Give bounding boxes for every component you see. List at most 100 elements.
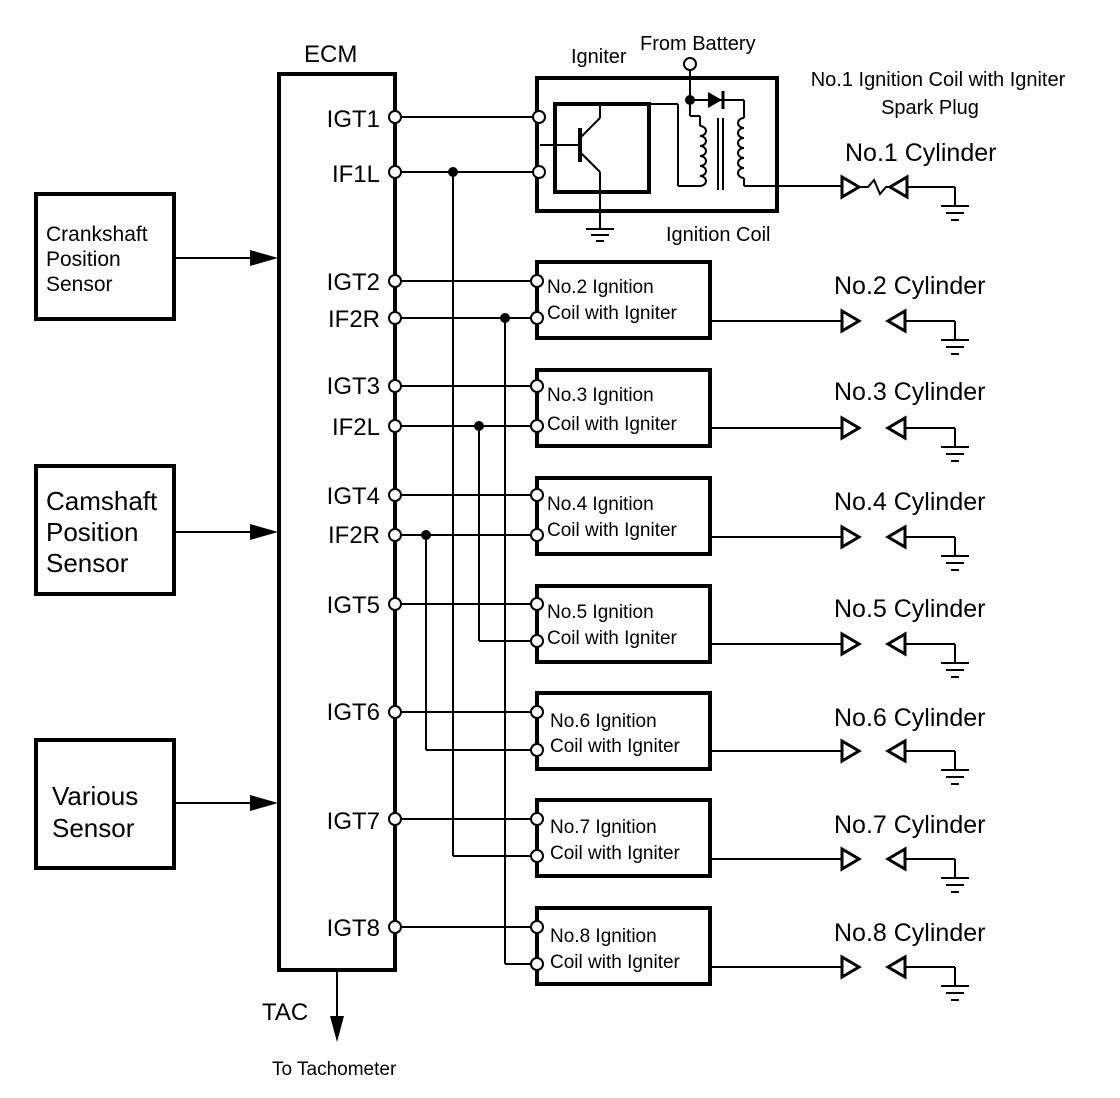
cylinder-5: No.5 Cylinder: [710, 595, 985, 678]
ground-icon: [941, 662, 969, 678]
spark-plug-icon: [885, 631, 907, 657]
ground-icon: [941, 205, 969, 221]
pin-label-igt4: IGT4: [327, 483, 380, 510]
coil-1-assembly: Igniter From Battery No.1 Ignition Coil …: [532, 33, 1066, 246]
cylinder-8-label: No.8 Cylinder: [834, 919, 985, 947]
coil-no5-line1: No.5 Ignition: [547, 602, 654, 623]
pin-label-igt6: IGT6: [327, 699, 380, 726]
pin-label-if2l: IF2L: [332, 414, 380, 441]
pin-label-igt5: IGT5: [327, 592, 380, 619]
pin-label-if2r-2: IF2R: [328, 522, 380, 549]
coil-no6-line2: Coil with Igniter: [550, 736, 681, 757]
ecm-pin-terminals: [388, 110, 402, 934]
cylinder-3-label: No.3 Cylinder: [834, 378, 985, 406]
camshaft-sensor-label-1: Camshaft: [46, 486, 158, 516]
cylinder-7: No.7 Cylinder: [710, 811, 985, 893]
spark-plug-icon: [840, 174, 862, 200]
ground-icon: [586, 228, 614, 242]
coil-no2-line2: Coil with Igniter: [547, 303, 678, 324]
ground-icon: [941, 769, 969, 785]
cylinder-6-label: No.6 Cylinder: [834, 704, 985, 732]
spark-plug-icon: [840, 308, 862, 334]
pin-label-if2r: IF2R: [328, 306, 380, 333]
coil-no4-line1: No.4 Ignition: [547, 494, 654, 515]
spark-plug-icon: [885, 846, 907, 872]
coil-no7: No.7 Ignition Coil with Igniter: [530, 798, 712, 878]
cylinder-1: No.1 Cylinder: [777, 139, 996, 221]
ground-icon: [941, 446, 969, 462]
crankshaft-sensor-label-1: Crankshaft: [46, 223, 148, 246]
spark-plug-icon: [840, 524, 862, 550]
pin-label-if1l: IF1L: [332, 161, 380, 188]
junction-dot: [448, 167, 458, 177]
coil-no6: No.6 Ignition Coil with Igniter: [530, 691, 712, 771]
cylinder-2-label: No.2 Cylinder: [834, 272, 985, 300]
tac-output: TAC To Tachometer: [262, 970, 397, 1080]
wiring: [400, 116, 533, 965]
coil-no7-line2: Coil with Igniter: [550, 843, 681, 864]
coil-no8-line2: Coil with Igniter: [550, 952, 681, 973]
cylinder-1-label: No.1 Cylinder: [845, 139, 996, 167]
pin-label-igt7: IGT7: [327, 808, 380, 835]
pin-label-igt8: IGT8: [327, 915, 380, 942]
spark-plug-icon: [885, 524, 907, 550]
crankshaft-sensor-label-2: Position: [46, 248, 121, 271]
spark-plug-icon: [887, 174, 909, 200]
igniter-label: Igniter: [571, 46, 627, 68]
coil-no3-line1: No.3 Ignition: [547, 385, 654, 406]
coil-no5-line2: Coil with Igniter: [547, 628, 678, 649]
arrow-icon: [330, 1016, 344, 1042]
camshaft-sensor-label-3: Sensor: [46, 548, 129, 578]
various-sensor-label-2: Sensor: [52, 813, 135, 843]
cylinder-3: No.3 Cylinder: [710, 378, 985, 462]
pin-label-igt3: IGT3: [327, 373, 380, 400]
junction-dot: [500, 313, 510, 323]
arrow-icon: [250, 250, 278, 266]
junction-dot: [421, 530, 431, 540]
spark-plug-icon: [840, 631, 862, 657]
cylinder-2: No.2 Cylinder: [710, 272, 985, 355]
coil-no5: No.5 Ignition Coil with Igniter: [530, 584, 712, 664]
ecm-title: ECM: [304, 41, 357, 68]
cylinder-8: No.8 Cylinder: [710, 919, 985, 1001]
ignition-coil-label: Ignition Coil: [666, 224, 771, 246]
coil1-title-line2: Spark Plug: [881, 97, 979, 119]
arrow-icon: [250, 795, 278, 811]
coil-no2: No.2 Ignition Coil with Igniter: [530, 260, 712, 340]
diode-icon: [708, 92, 722, 108]
spark-plug-icon: [885, 738, 907, 764]
junction-dot: [474, 421, 484, 431]
spark-plug-icon: [840, 415, 862, 441]
tac-label: TAC: [262, 999, 308, 1026]
pin-label-igt1: IGT1: [327, 106, 380, 133]
camshaft-sensor-label-2: Position: [46, 517, 139, 547]
ground-icon: [941, 555, 969, 571]
coil-no3: No.3 Ignition Coil with Igniter: [530, 368, 712, 448]
cylinder-5-label: No.5 Cylinder: [834, 595, 985, 623]
battery-label: From Battery: [640, 33, 756, 55]
crankshaft-sensor-label-3: Sensor: [46, 273, 113, 296]
coil-no8-line1: No.8 Ignition: [550, 926, 657, 947]
pin-label-igt2: IGT2: [327, 269, 380, 296]
spark-plug-icon: [885, 308, 907, 334]
coil-no3-line2: Coil with Igniter: [547, 414, 678, 435]
crankshaft-sensor: Crankshaft Position Sensor: [34, 192, 176, 321]
cylinder-6: No.6 Cylinder: [710, 704, 985, 785]
ground-icon: [941, 985, 969, 1001]
spark-plug-icon: [885, 415, 907, 441]
cylinder-7-label: No.7 Cylinder: [834, 811, 985, 839]
sensor-arrows: [174, 250, 278, 811]
camshaft-sensor: Camshaft Position Sensor: [34, 464, 176, 596]
coil-no7-line1: No.7 Ignition: [550, 817, 657, 838]
cylinder-4: No.4 Cylinder: [710, 488, 985, 571]
coil-no6-line1: No.6 Ignition: [550, 711, 657, 732]
various-sensor-label-1: Various: [52, 781, 138, 811]
arrow-icon: [250, 524, 278, 540]
coil-no4: No.4 Ignition Coil with Igniter: [530, 476, 712, 556]
coil1-title-line1: No.1 Ignition Coil with Igniter: [811, 69, 1066, 91]
coil-no2-line1: No.2 Ignition: [547, 277, 654, 298]
tachometer-label: To Tachometer: [272, 1059, 397, 1080]
ground-icon: [941, 877, 969, 893]
spark-plug-icon: [840, 738, 862, 764]
